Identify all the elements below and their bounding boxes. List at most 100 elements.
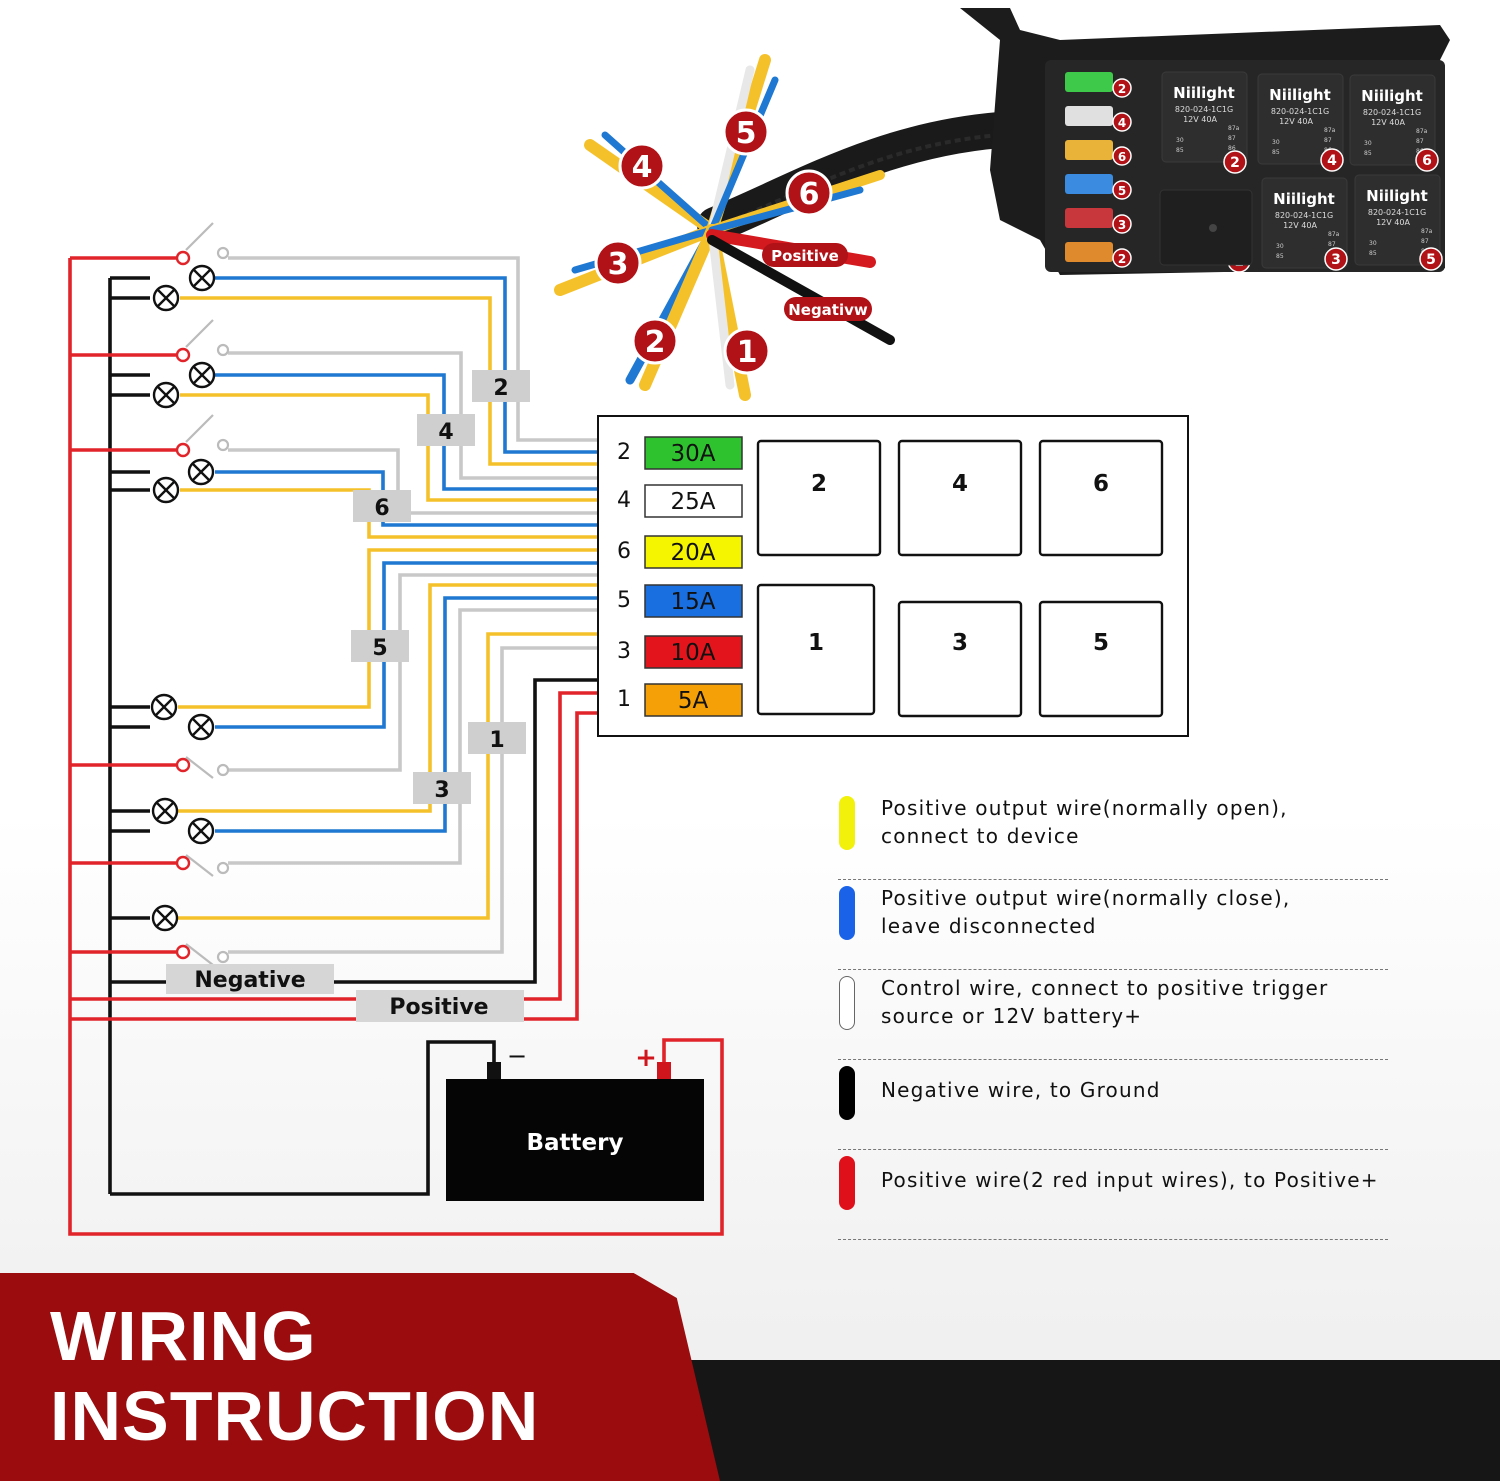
circuit-3-control xyxy=(228,608,598,865)
svg-text:2: 2 xyxy=(645,325,666,360)
positive-bus xyxy=(68,258,724,1236)
positive-wire xyxy=(70,711,598,1021)
svg-text:12V 40A: 12V 40A xyxy=(1283,221,1317,230)
svg-text:12V 40A: 12V 40A xyxy=(1371,118,1405,127)
legend-line-2: source or 12V battery+ xyxy=(881,1004,1143,1028)
photo-fuse: 5 xyxy=(1065,174,1132,200)
svg-text:12V 40A: 12V 40A xyxy=(1376,218,1410,227)
legend-text: Control wire, connect to positive trigge… xyxy=(881,974,1381,1030)
switch-symbol xyxy=(175,943,230,966)
wire-color-legend: Positive output wire(normally open),conn… xyxy=(838,790,1388,1240)
lamp-symbol xyxy=(188,361,216,389)
photo-fuse: 3 xyxy=(1065,208,1132,234)
battery: Battery − + xyxy=(446,1042,704,1201)
circuit-tag: 3 xyxy=(413,772,471,804)
wire-color-swatch xyxy=(839,1066,855,1120)
lamp-symbol xyxy=(151,904,179,932)
legend-line-1: Control wire, connect to positive trigge… xyxy=(881,976,1329,1000)
svg-text:87: 87 xyxy=(1228,135,1236,142)
svg-text:1: 1 xyxy=(808,630,824,656)
svg-text:87: 87 xyxy=(1328,241,1336,248)
switch-symbol xyxy=(175,756,230,779)
photo-relay-badge: 4 xyxy=(1320,148,1344,172)
fuse-relay-block-photo: 2 4 6 5 3 2 Niilight 820-024-1C1G 12V 40A 87a 87 3… xyxy=(960,8,1450,275)
legend-item: Positive output wire(normally close),lea… xyxy=(838,880,1388,970)
circuit-tag: 1 xyxy=(468,722,526,754)
title-line-2: INSTRUCTION xyxy=(50,1377,540,1455)
lamp-symbol xyxy=(187,817,215,845)
svg-text:87a: 87a xyxy=(1328,231,1340,238)
svg-text:15A: 15A xyxy=(670,589,715,615)
svg-text:820-024-1C1G: 820-024-1C1G xyxy=(1175,105,1233,114)
svg-text:30: 30 xyxy=(1176,137,1184,144)
legend-text: Positive wire(2 red input wires), to Pos… xyxy=(881,1166,1381,1194)
svg-text:5: 5 xyxy=(1093,630,1109,656)
negative-label: Negative xyxy=(166,964,334,994)
svg-text:87: 87 xyxy=(1421,238,1429,245)
svg-text:85: 85 xyxy=(1272,149,1280,156)
page-title: WIRING INSTRUCTION xyxy=(50,1296,539,1456)
lamp-symbol xyxy=(150,693,178,721)
wire-color-swatch xyxy=(839,886,855,940)
photo-fuse: 2 xyxy=(1065,242,1132,268)
switch-symbol xyxy=(175,414,230,458)
wire-harness xyxy=(554,54,1018,401)
photo-relay-badge: 2 xyxy=(1223,150,1247,174)
circuit-4-control xyxy=(228,351,598,480)
svg-text:12V 40A: 12V 40A xyxy=(1279,117,1313,126)
svg-text:5: 5 xyxy=(372,636,387,661)
svg-text:1: 1 xyxy=(617,687,631,712)
svg-text:6: 6 xyxy=(799,177,820,212)
svg-text:87a: 87a xyxy=(1228,125,1240,132)
svg-text:2: 2 xyxy=(617,440,631,465)
svg-text:3: 3 xyxy=(952,630,968,656)
circuit-5-control xyxy=(228,573,598,772)
svg-text:1: 1 xyxy=(737,335,758,370)
harness-badge: 2 xyxy=(631,317,679,365)
legend-text: Negative wire, to Ground xyxy=(881,1076,1381,1104)
svg-text:5: 5 xyxy=(1426,252,1436,268)
lamp-symbol xyxy=(152,476,180,504)
legend-item: Positive wire(2 red input wires), to Pos… xyxy=(838,1150,1388,1240)
svg-text:Niilight: Niilight xyxy=(1361,87,1423,105)
legend-text: Positive output wire(normally close),lea… xyxy=(881,884,1381,940)
svg-text:3: 3 xyxy=(608,247,629,282)
relay-box: 1 xyxy=(756,583,876,716)
legend-line-2: leave disconnected xyxy=(881,914,1097,938)
harness-negative-tag: Negativw xyxy=(784,297,872,321)
svg-text:6: 6 xyxy=(1422,153,1432,169)
relay-box: 3 xyxy=(897,600,1023,718)
svg-text:3: 3 xyxy=(1331,252,1341,268)
svg-text:30: 30 xyxy=(1369,240,1377,247)
positive-wire xyxy=(70,691,598,1001)
svg-text:6: 6 xyxy=(617,539,631,564)
svg-text:Negativw: Negativw xyxy=(788,301,868,319)
svg-text:4: 4 xyxy=(632,150,653,185)
svg-text:85: 85 xyxy=(1364,150,1372,157)
harness-badge: 4 xyxy=(618,142,666,190)
positive-label: Positive xyxy=(356,990,524,1022)
svg-text:Positive: Positive xyxy=(771,247,839,265)
relay-box: 2 xyxy=(756,439,882,557)
svg-text:2: 2 xyxy=(1118,252,1126,266)
circuit-4-no xyxy=(180,393,598,502)
relay-box: 5 xyxy=(1038,600,1164,718)
svg-text:30: 30 xyxy=(1364,140,1372,147)
legend-item: Positive output wire(normally open),conn… xyxy=(838,790,1388,880)
svg-text:4: 4 xyxy=(1327,153,1337,169)
svg-text:Niilight: Niilight xyxy=(1269,86,1331,104)
svg-text:87a: 87a xyxy=(1416,128,1428,135)
circuit-tag: 5 xyxy=(351,630,409,662)
svg-text:4: 4 xyxy=(952,471,968,497)
wire-color-swatch xyxy=(839,796,855,850)
svg-text:2: 2 xyxy=(1118,82,1126,96)
wire-color-swatch xyxy=(839,976,855,1030)
